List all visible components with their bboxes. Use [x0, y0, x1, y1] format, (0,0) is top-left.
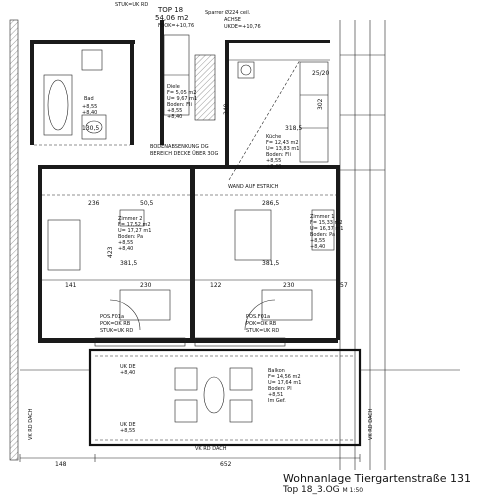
dim-302: 302: [317, 98, 324, 110]
room-bad-name: Bad: [84, 96, 94, 102]
balcony: [20, 348, 460, 447]
dim-122: 122: [210, 282, 222, 289]
vk-rd-dach-right: VK RD DACH: [368, 408, 374, 440]
dim-50-5: 50,5: [140, 200, 154, 207]
uk-de-value-top: +8,40: [120, 370, 135, 376]
room-bad-h2: +8,40: [82, 110, 97, 116]
pos-fenster-right: POS.F01a: [246, 314, 270, 320]
stuk-uk-rd-left: STUK=UK RD: [100, 328, 133, 334]
plan-scale: M 1:50: [342, 487, 364, 494]
right-grid: [339, 20, 386, 470]
dim-381-5-left: 381,5: [120, 260, 137, 267]
room-zimmer1-h2: +8,40: [310, 244, 325, 250]
uk-de-label-bottom: UK DE: [120, 422, 136, 428]
dim-148: 148: [55, 461, 67, 468]
dim-340: 340: [223, 103, 230, 115]
room-kueche-area: F= 12,43 m2: [266, 140, 299, 146]
top-label-name: TOP 18: [157, 6, 183, 14]
room-balkon-floor: Boden: Pl: [268, 386, 292, 392]
room-balkon-name: Balkon: [268, 368, 285, 374]
room-zimmer1-perimeter: U= 16,37 m1: [310, 226, 343, 232]
dim-25-20: 25/20: [312, 70, 329, 77]
room-balkon-perimeter: U= 17,64 m1: [268, 380, 301, 386]
room-zimmer1-area: F= 15,33 m2: [310, 220, 343, 226]
pos-fenster-left: POS.F01a: [100, 314, 124, 320]
room-kueche-h1: +8,55: [266, 158, 281, 164]
uk-de-label-top: UK DE: [120, 364, 136, 370]
room-kueche-perimeter: U= 13,83 m1: [266, 146, 299, 152]
note-ukde: UKDE=+10,76: [224, 24, 261, 30]
dim-652: 652: [220, 461, 232, 468]
room-zimmer1-name: Zimmer 1: [310, 214, 334, 220]
vk-rd-dach-bottom: VK RD DACH: [195, 446, 227, 452]
room-diele-perimeter: U= 9,67 m1: [167, 96, 197, 102]
room-bad-h1: +8,55: [82, 104, 97, 110]
room-balkon-area: F= 14,56 m2: [268, 374, 301, 380]
dim-230-right: 230: [283, 282, 295, 289]
room-kueche-h2: +8,40: [266, 164, 281, 170]
note-bodenabsenkung: BODENABSENKUNG DG: [150, 144, 209, 150]
top-label-fbok: FBOK=+10,76: [158, 23, 194, 29]
dim-141: 141: [65, 282, 77, 289]
bottom-dimensions: [19, 454, 361, 462]
room-furniture: [47, 209, 335, 321]
room-diele-h1: +8,55: [167, 108, 182, 114]
room-balkon-h2: Im Gef.: [268, 398, 286, 404]
dim-381-5-right: 381,5: [262, 260, 279, 267]
note-achse: ACHSE: [224, 17, 241, 23]
room-diele-area: F= 5,05 m2: [167, 90, 196, 96]
dim-423: 423: [107, 246, 114, 258]
room-zimmer2-name: Zimmer 2: [118, 216, 142, 222]
dim-318-5: 318,5: [285, 125, 302, 132]
room-zimmer2-h1: +8,55: [118, 240, 133, 246]
vk-rd-dach-left: VK RD DACH: [28, 408, 34, 440]
room-walls: [38, 165, 340, 343]
room-kueche-name: Küche: [266, 134, 281, 140]
room-diele-floor: Boden: Fli: [167, 102, 192, 108]
plan-subtitle: Top 18_3.OG M 1:50: [283, 485, 363, 495]
note-wand-strich: WAND AUF ESTRICH: [228, 184, 279, 190]
plan-subtitle-top: Top 18_3.OG: [283, 485, 340, 495]
room-zimmer2-area: F= 17,52 m2: [118, 222, 151, 228]
room-zimmer1-floor: Boden: Pa: [310, 232, 335, 238]
room-kueche-floor: Boden: Fli: [266, 152, 291, 158]
dim-57: 57: [340, 282, 348, 289]
stuk-uk-rd-right: STUK=UK RD: [246, 328, 279, 334]
room-diele-h2: +8,40: [167, 114, 182, 120]
plan-title: Wohnanlage Tiergartenstraße 131: [283, 472, 471, 485]
room-zimmer2-perimeter: U= 17,27 m1: [118, 228, 151, 234]
room-diele-name: Diele: [167, 84, 180, 90]
ok-de-value-bottom: +8,55: [120, 428, 135, 434]
windows: [94, 299, 286, 347]
pok-ok-rb-right: POK=OK RB: [246, 321, 277, 327]
top-label-area: 54,06 m2: [155, 14, 189, 22]
pok-ok-rb-left: POK=OK RB: [100, 321, 131, 327]
dim-130-5: 130,5: [82, 125, 99, 132]
room-zimmer2-floor: Boden: Pa: [118, 234, 143, 240]
room-zimmer2-h2: +8,40: [118, 246, 133, 252]
diele-block: [160, 20, 216, 145]
note-sparrer: Sparrer Ø224 ceil.: [205, 9, 251, 16]
dim-230-left: 230: [140, 282, 152, 289]
stuk-uk-rd-label: STUK=UK RD: [115, 2, 148, 8]
kitchen-block: [225, 40, 330, 181]
dim-236: 236: [88, 200, 100, 207]
bathroom-block: [30, 40, 135, 146]
note-bereich: BEREICH DECKE ÜBER 3OG: [150, 150, 218, 157]
dim-286-5: 286,5: [262, 200, 279, 207]
room-zimmer1-h1: +8,55: [310, 238, 325, 244]
left-wall-hatch: [9, 19, 19, 461]
room-balkon-h1: +8,51: [268, 392, 283, 398]
